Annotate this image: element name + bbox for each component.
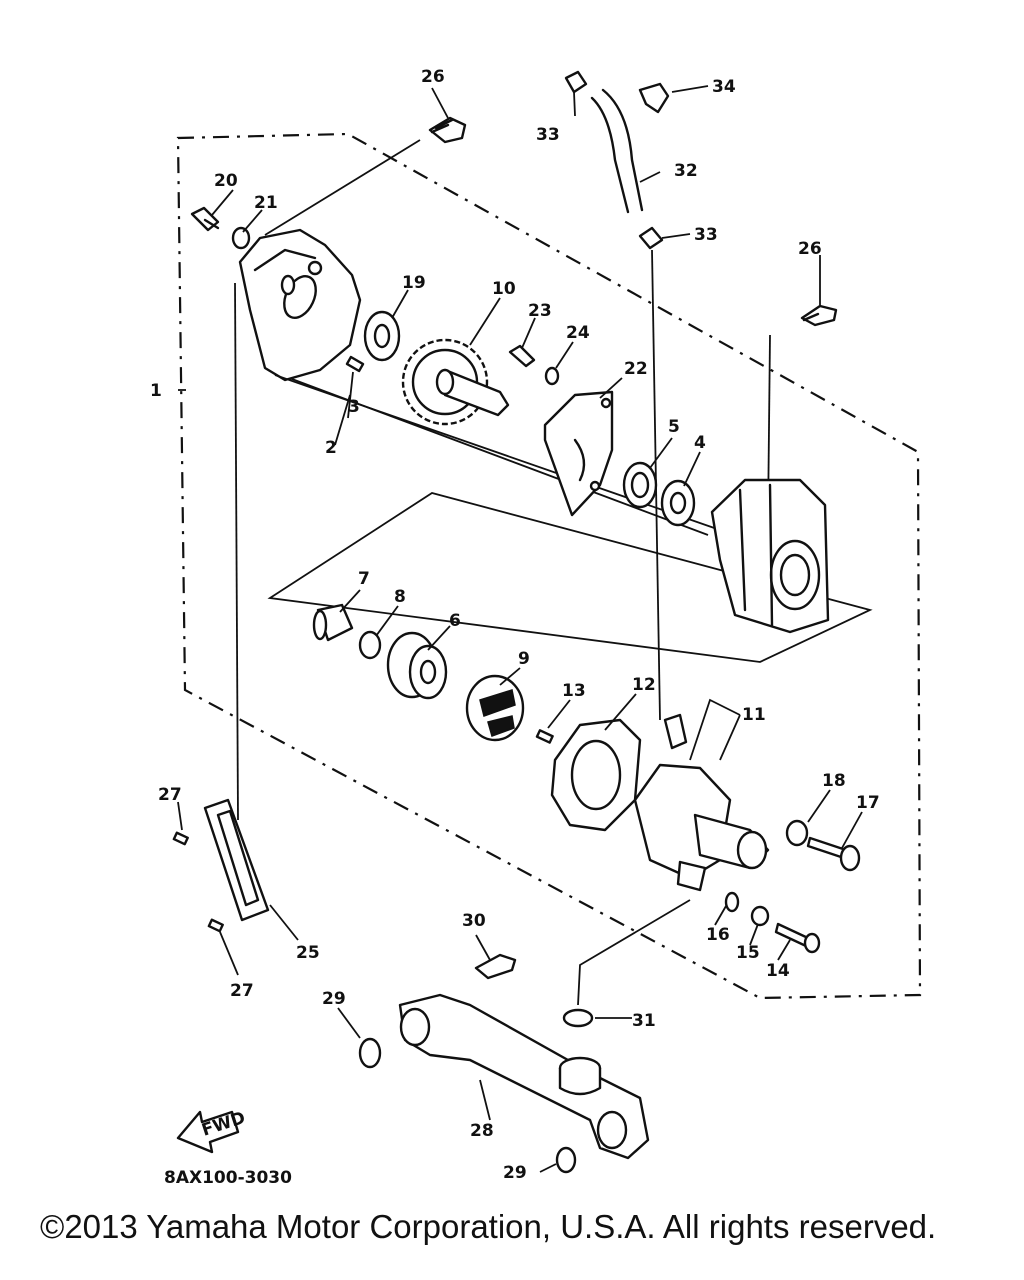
plate-22: [543, 390, 614, 517]
pump-housing: [710, 478, 830, 634]
bolt-26-top: [428, 116, 467, 144]
callout-26-top: 26: [421, 67, 445, 87]
clamp-33-top: [564, 70, 588, 94]
impeller-9: [465, 674, 525, 742]
callout-27-top: 27: [158, 785, 182, 805]
o-ring-29-left: [358, 1037, 382, 1069]
callout-8: 8: [394, 587, 406, 607]
bearing-4: [660, 479, 696, 527]
seal-5: [622, 461, 658, 509]
callout-20: 20: [214, 171, 238, 191]
callout-16: 16: [706, 925, 730, 945]
pipe-28: [398, 993, 650, 1160]
callout-2: 2: [325, 438, 337, 458]
callout-14: 14: [766, 961, 790, 981]
bolt-26-right: [800, 304, 838, 327]
callout-12: 12: [632, 675, 656, 695]
pin-13: [535, 729, 554, 744]
bolt-20: [190, 206, 220, 232]
callout-9: 9: [518, 649, 530, 669]
cover-housing: [238, 228, 362, 382]
callout-26-right: 26: [798, 239, 822, 259]
subgroup-outline: [267, 492, 873, 663]
bolt-14: [774, 922, 821, 954]
bolt-30: [474, 953, 517, 980]
pump-cover-11: [633, 713, 770, 892]
mechanical-seal-6: [386, 631, 448, 700]
callout-32: 32: [674, 161, 698, 181]
callout-4: 4: [694, 433, 706, 453]
assembly-boundary: [176, 132, 922, 1000]
callout-23: 23: [528, 301, 552, 321]
diagram-code: 8AX100-3030: [164, 1168, 292, 1188]
washer-24: [544, 366, 560, 386]
callout-10: 10: [492, 279, 516, 299]
callout-19: 19: [402, 273, 426, 293]
callout-33-top: 33: [536, 125, 560, 145]
gasket-12: [550, 718, 642, 832]
clip-34: [638, 82, 670, 114]
callout-24: 24: [566, 323, 590, 343]
callout-29-bottom: 29: [503, 1163, 527, 1183]
pin-27-top: [172, 831, 189, 846]
washer-16: [724, 891, 740, 913]
impeller-gear-10: [401, 338, 510, 426]
washer-21: [231, 226, 251, 250]
callout-31: 31: [632, 1011, 656, 1031]
gasket-25: [203, 798, 270, 922]
clamp-33-bottom: [638, 226, 664, 250]
fwd-arrow-icon: FWD: [176, 1108, 248, 1154]
washer-8: [358, 630, 382, 660]
callout-11: 11: [742, 705, 766, 725]
callout-5: 5: [668, 417, 680, 437]
o-ring-31: [562, 1008, 594, 1028]
hose-32: [590, 88, 644, 214]
pin-27-bottom: [207, 918, 224, 933]
callout-27-bottom: 27: [230, 981, 254, 1001]
callout-29-left: 29: [322, 989, 346, 1009]
collar-7: [312, 603, 354, 642]
callout-30: 30: [462, 911, 486, 931]
guide-line-31: [577, 899, 691, 1006]
callout-3: 3: [348, 397, 360, 417]
callout-25: 25: [296, 943, 320, 963]
washer-15: [750, 905, 770, 927]
o-ring-29-bottom: [555, 1146, 577, 1174]
bolt-23: [508, 344, 536, 368]
dowel-pin-3: [345, 355, 365, 373]
bolt-17: [806, 836, 861, 872]
copyright-notice: ©2013 Yamaha Motor Corporation, U.S.A. A…: [40, 1208, 937, 1245]
callout-numbers: 1 2 3 4 5 6 7 8 9 10 11 12 13 14 15 16 1…: [150, 67, 880, 1183]
callout-28: 28: [470, 1121, 494, 1141]
callout-1: 1: [150, 381, 162, 401]
guide-line-26: [264, 139, 421, 236]
callout-18: 18: [822, 771, 846, 791]
callout-7: 7: [358, 569, 370, 589]
callout-33-bottom: 33: [694, 225, 718, 245]
leader-lines: [177, 85, 863, 1173]
callout-22: 22: [624, 359, 648, 379]
callout-6: 6: [449, 611, 461, 631]
callout-21: 21: [254, 193, 278, 213]
callout-15: 15: [736, 943, 760, 963]
bearing-19: [363, 310, 401, 362]
callout-13: 13: [562, 681, 586, 701]
washer-18: [785, 819, 809, 847]
callout-17: 17: [856, 793, 880, 813]
callout-34: 34: [712, 77, 736, 97]
guide-line-25: [234, 282, 239, 821]
